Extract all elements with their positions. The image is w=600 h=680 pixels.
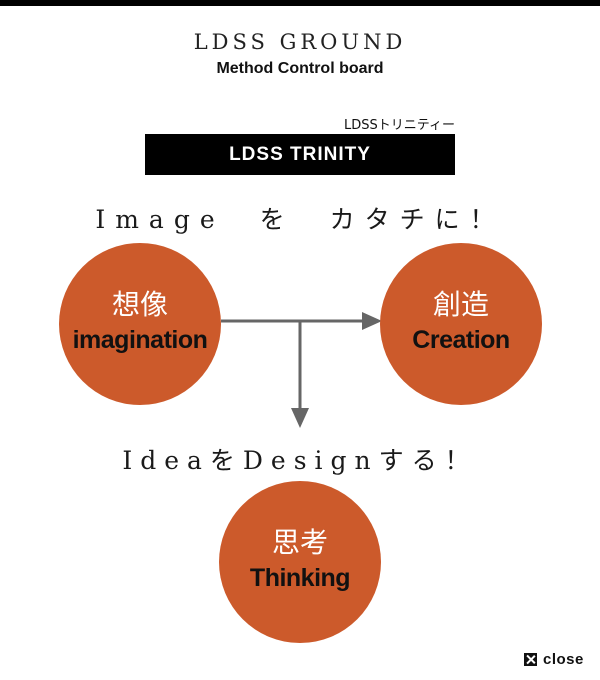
node-imagination: 想像 imagination (59, 243, 221, 405)
close-button[interactable]: close (524, 650, 584, 668)
trinity-banner-label: LDSS TRINITY (229, 143, 371, 165)
node-creation-kanji: 創造 (432, 288, 489, 321)
trinity-kana-label: LDSSトリニティー (344, 118, 455, 133)
tagline-image: Image を カタチに！ (95, 205, 505, 234)
node-creation-label: Creation (412, 326, 510, 354)
arrowhead-creation (362, 312, 382, 330)
close-label[interactable]: close (543, 650, 584, 668)
top-bar (0, 0, 600, 6)
node-imagination-label: imagination (72, 326, 208, 354)
close-icon[interactable] (524, 652, 537, 666)
brand-subtitle: Method Control board (216, 60, 384, 77)
node-thinking: 思考 Thinking (219, 481, 381, 643)
trinity-banner: LDSS TRINITY (145, 134, 455, 175)
brand-title: LDSS GROUND (193, 30, 407, 54)
node-creation: 創造 Creation (380, 243, 542, 405)
node-thinking-kanji: 思考 (271, 526, 328, 559)
node-imagination-kanji: 想像 (111, 288, 168, 321)
tagline-design: IdeaをDesignする！ (122, 446, 478, 475)
node-thinking-label: Thinking (249, 564, 351, 592)
arrowhead-thinking (291, 408, 309, 428)
